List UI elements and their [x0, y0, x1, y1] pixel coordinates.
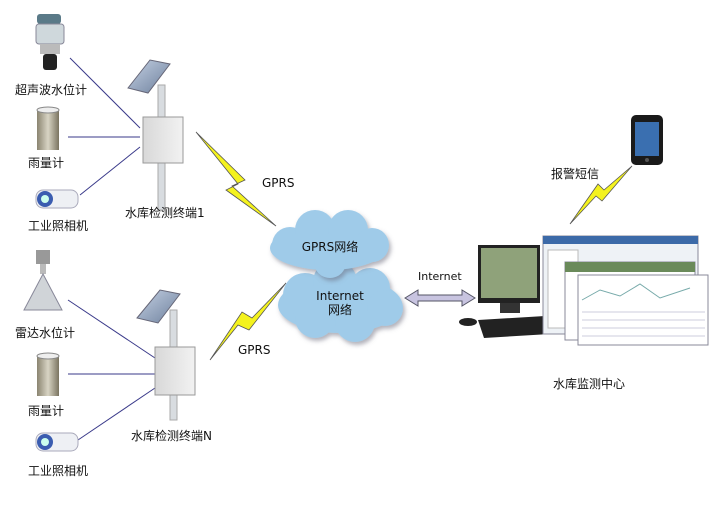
gprs-link-label-n: GPRS — [238, 343, 271, 357]
monitoring-terminal-n-icon — [136, 289, 196, 421]
gprs-cloud — [270, 210, 389, 278]
sensor-label-radar: 雷达水位计 — [15, 326, 76, 340]
monitoring-terminal-1-icon — [127, 59, 184, 211]
internet-cloud — [278, 260, 403, 342]
sensor-label-camera: 工业照相机 — [28, 219, 89, 233]
ultrasonic-level-meter-icon — [35, 14, 65, 70]
monitoring-center-label: 水库监测中心 — [553, 377, 626, 391]
gprs-signal-lightning-icon — [195, 131, 277, 227]
internet-cloud-label-line2: 网络 — [327, 303, 352, 317]
internet-link-label: Internet — [418, 270, 462, 283]
internet-link-arrow — [404, 289, 476, 307]
terminal-1-label: 水库检测终端1 — [125, 206, 205, 220]
camera-icon — [35, 432, 79, 452]
sensor-label-rain-gauge: 雨量计 — [28, 156, 65, 170]
sensor-label-rain-gauge: 雨量计 — [28, 404, 65, 418]
sms-alert-label: 报警短信 — [551, 167, 600, 181]
rain-gauge-icon — [36, 106, 60, 150]
gprs-cloud-label: GPRS网络 — [301, 240, 359, 254]
gprs-signal-lightning-icon — [209, 282, 287, 361]
radar-level-meter-icon — [23, 250, 63, 311]
sms-lightning-icon — [569, 165, 633, 225]
terminal-n-label: 水库检测终端N — [131, 429, 212, 443]
sensor-links-site1 — [68, 57, 141, 196]
sensor-links-siteN — [67, 299, 156, 441]
rain-gauge-icon — [36, 352, 60, 396]
internet-cloud-label-line1: Internet — [316, 289, 364, 303]
sensor-label-ultrasonic: 超声波水位计 — [15, 83, 88, 97]
monitoring-center-computers-icon — [459, 235, 709, 346]
mobile-phone-icon — [631, 115, 663, 165]
sensor-label-camera: 工业照相机 — [28, 464, 89, 478]
gprs-link-label-1: GPRS — [262, 176, 295, 190]
camera-icon — [35, 189, 79, 209]
